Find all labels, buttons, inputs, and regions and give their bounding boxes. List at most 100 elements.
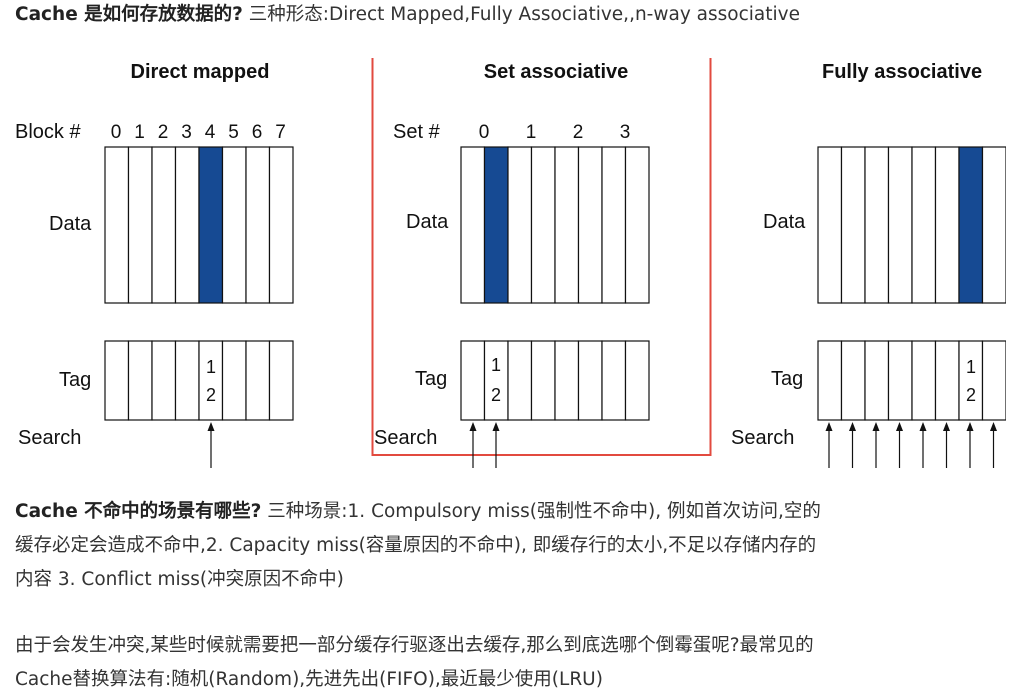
direct-block-number-1: 1 [134, 122, 145, 143]
set-data-cells [460, 146, 650, 304]
direct-tag-value-2: 2 [206, 385, 216, 405]
direct-tag-value-1: 1 [206, 357, 216, 377]
set-data-cell-6 [601, 146, 627, 304]
set-search-label: Search [374, 427, 437, 449]
replacement-line-1: 由于会发生冲突,某些时候就需要把一部分缓存行驱逐出去缓存,那么到底选哪个倒霉蛋呢… [15, 635, 814, 656]
miss-line-1: Cache 不命中的场景有哪些? 三种场景:1. Compulsory miss… [15, 495, 1005, 529]
direct-tag-cell-3 [174, 340, 200, 421]
set-search-arrows [469, 422, 500, 468]
fully-search-arrow-head-7 [990, 422, 997, 431]
direct-search-label: Search [18, 427, 81, 449]
direct-search-arrows [207, 422, 215, 468]
miss-line-3: 内容 3. Conflict miss(冲突原因不命中) [15, 569, 344, 590]
set-data-cell-0 [460, 146, 486, 304]
direct-data-cell-2 [151, 146, 177, 304]
set-data-cell-7 [624, 146, 650, 304]
direct-block-number-2: 2 [158, 122, 169, 143]
direct-data-cell-5 [221, 146, 247, 304]
set-search-arrow-head-0 [469, 422, 477, 431]
direct-tag-cell-2 [151, 340, 177, 421]
set-tag-cell-6 [601, 340, 627, 421]
direct-data-cell-3 [174, 146, 200, 304]
fully-search-label: Search [731, 427, 794, 449]
set-tag-value-2: 2 [491, 385, 501, 405]
set-number-1: 1 [526, 122, 537, 143]
intro-paragraph: Cache 是如何存放数据的? 三种形态:Direct Mapped,Fully… [15, 0, 800, 32]
direct-block-number-0: 0 [111, 122, 122, 143]
direct-block-number-7: 7 [275, 122, 286, 143]
fully-search-arrow-head-0 [825, 422, 833, 431]
direct-block-number-6: 6 [252, 122, 263, 143]
fully-data-label: Data [763, 211, 806, 233]
fully-data-cell-1 [840, 146, 866, 304]
fully-tag-label: Tag [771, 368, 803, 390]
fully-tag-cells [817, 340, 1006, 421]
set-associative-title: Set associative [484, 61, 629, 83]
direct-data-cell-6 [245, 146, 271, 304]
fully-data-cells [817, 146, 1006, 304]
set-data-cell-2 [507, 146, 533, 304]
set-tag-cell-0 [460, 340, 486, 421]
set-number-3: 3 [620, 122, 631, 143]
fully-tag-value-2: 2 [966, 385, 976, 405]
fully-search-arrow-head-3 [896, 422, 903, 431]
set-number-2: 2 [573, 122, 584, 143]
fully-associative-panel: Fully associative Data Tag 1 2 Search [731, 61, 1006, 468]
direct-data-cell-7 [268, 146, 294, 304]
set-data-cell-3 [530, 146, 556, 304]
fully-search-arrow-head-2 [872, 422, 880, 431]
fully-search-arrow-head-6 [966, 422, 974, 431]
fully-tag-cell-0 [817, 340, 843, 421]
set-number-label: Set # [393, 121, 441, 143]
fully-search-arrow-head-4 [919, 422, 927, 431]
set-tag-cell-1 [483, 340, 509, 421]
direct-data-cell-4 [198, 146, 224, 304]
direct-tag-cell-7 [268, 340, 294, 421]
direct-block-number-3: 3 [181, 122, 192, 143]
fully-tag-cell-2 [864, 340, 890, 421]
direct-data-label: Data [49, 213, 92, 235]
miss-text-1: 三种场景:1. Compulsory miss(强制性不命中), 例如首次访问,… [261, 501, 821, 522]
direct-tag-label: Tag [59, 369, 91, 391]
replacement-paragraph: 由于会发生冲突,某些时候就需要把一部分缓存行驱逐出去缓存,那么到底选哪个倒霉蛋呢… [15, 629, 1005, 697]
direct-data-cell-1 [127, 146, 153, 304]
fully-tag-cell-4 [911, 340, 937, 421]
set-tag-cells [460, 340, 650, 421]
set-tag-cell-4 [554, 340, 580, 421]
direct-block-number-4: 4 [205, 122, 216, 143]
set-tag-cell-5 [577, 340, 603, 421]
direct-data-cell-0 [104, 146, 130, 304]
highlight-box [371, 58, 712, 456]
set-tag-value-1: 1 [491, 355, 501, 375]
fully-data-cell-4 [911, 146, 937, 304]
set-number-0: 0 [479, 122, 490, 143]
set-data-label: Data [406, 211, 449, 233]
direct-tag-cell-0 [104, 340, 130, 421]
fully-tag-cell-7 [981, 340, 1006, 421]
fully-search-arrows [825, 422, 997, 468]
fully-data-cell-6 [958, 146, 984, 304]
intro-heading: Cache 是如何存放数据的? [15, 4, 243, 25]
set-tag-cell-7 [624, 340, 650, 421]
fully-search-arrow-head-5 [943, 422, 950, 431]
fully-tag-cell-5 [934, 340, 960, 421]
set-tag-cell-3 [530, 340, 556, 421]
fully-tag-cell-3 [887, 340, 913, 421]
miss-line-2: 缓存必定会造成不命中,2. Capacity miss(容量原因的不命中), 即… [15, 535, 817, 556]
replacement-line-2: Cache替换算法有:随机(Random),先进先出(FIFO),最近最少使用(… [15, 669, 603, 690]
set-search-arrow-head-1 [492, 422, 500, 431]
set-tag-label: Tag [415, 368, 447, 390]
fully-tag-cell-1 [840, 340, 866, 421]
fully-data-cell-3 [887, 146, 913, 304]
set-numbers: 0 1 2 3 [479, 122, 631, 143]
fully-data-cell-5 [934, 146, 960, 304]
direct-block-label: Block # [15, 121, 81, 143]
set-data-cell-4 [554, 146, 580, 304]
direct-tag-cells [104, 340, 294, 421]
direct-mapped-title: Direct mapped [131, 61, 270, 83]
miss-paragraph: Cache 不命中的场景有哪些? 三种场景:1. Compulsory miss… [15, 495, 1005, 597]
